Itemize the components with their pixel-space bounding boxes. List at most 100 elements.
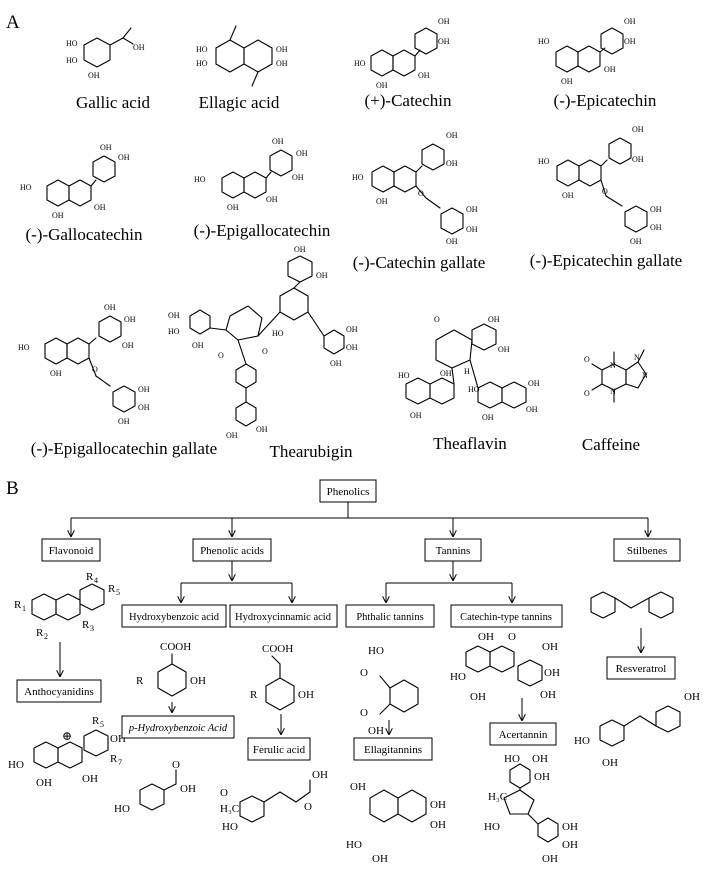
svg-text:OH: OH bbox=[430, 819, 446, 831]
svg-text:OH: OH bbox=[372, 853, 388, 865]
svg-text:HO: HO bbox=[66, 39, 78, 48]
svg-text:HO: HO bbox=[504, 753, 520, 765]
compound-label-catechin: (+)-Catechin bbox=[365, 91, 452, 110]
svg-text:HO: HO bbox=[368, 645, 384, 657]
node-catechin-type-tannins bbox=[450, 604, 563, 628]
epigallocatechin-structure: HO OH OH OH OH OH bbox=[194, 137, 308, 212]
gallic-acid-structure: HO HO OH OH bbox=[66, 27, 145, 80]
svg-text:OH: OH bbox=[466, 225, 478, 234]
node-ellagitannins-label: Ellagitannins bbox=[364, 744, 422, 756]
panel-a-label: A bbox=[6, 12, 20, 33]
gallocatechin-structure: HO OH OH OH OH bbox=[20, 143, 130, 220]
svg-text:COOH: COOH bbox=[262, 643, 293, 655]
svg-text:HO: HO bbox=[20, 183, 32, 192]
svg-text:OH: OH bbox=[376, 81, 388, 90]
svg-text:OH: OH bbox=[276, 45, 288, 54]
svg-text:OH: OH bbox=[276, 59, 288, 68]
svg-text:HO: HO bbox=[346, 839, 362, 851]
node-stilbenes bbox=[613, 538, 681, 562]
node-ferulic-acid-label: Ferulic acid bbox=[253, 744, 306, 756]
svg-text:OH: OH bbox=[498, 345, 510, 354]
node-hydroxycinnamic-acid bbox=[229, 604, 338, 628]
svg-text:HO: HO bbox=[574, 735, 590, 747]
svg-text:O: O bbox=[434, 315, 440, 324]
node-phthalic-tannins-label: Phthalic tannins bbox=[356, 612, 423, 623]
svg-text:OH: OH bbox=[604, 65, 616, 74]
svg-text:OH: OH bbox=[632, 155, 644, 164]
svg-text:OH: OH bbox=[138, 403, 150, 412]
svg-text:N: N bbox=[610, 361, 616, 370]
svg-text:O: O bbox=[584, 389, 590, 398]
svg-text:O: O bbox=[92, 365, 98, 374]
anthocyanidin-structure: HO OH OH OH ⊕ R 5 R 7 bbox=[8, 715, 126, 789]
acertannin-structure: HO OH OH H₃C HO OH OH OH bbox=[484, 753, 578, 865]
svg-text:OH: OH bbox=[446, 131, 458, 140]
ellagic-acid-structure: HO HO OH OH bbox=[196, 25, 288, 87]
svg-text:OH: OH bbox=[118, 153, 130, 162]
svg-text:O: O bbox=[508, 631, 516, 643]
svg-text:3: 3 bbox=[90, 624, 94, 633]
svg-text:OH: OH bbox=[294, 245, 306, 254]
svg-text:OH: OH bbox=[438, 17, 450, 26]
svg-text:OH: OH bbox=[122, 341, 134, 350]
svg-text:O: O bbox=[360, 707, 368, 719]
node-ferulic-acid bbox=[247, 737, 311, 761]
svg-text:OH: OH bbox=[624, 37, 636, 46]
compound-label-catechin-gallate: (-)-Catechin gallate bbox=[353, 253, 486, 272]
svg-text:OH: OH bbox=[482, 413, 494, 422]
svg-text:OH: OH bbox=[346, 325, 358, 334]
svg-text:OH: OH bbox=[124, 315, 136, 324]
svg-text:OH: OH bbox=[446, 159, 458, 168]
svg-text:R: R bbox=[136, 675, 144, 687]
svg-text:O: O bbox=[304, 801, 312, 813]
node-anthocyanidins-label: Anthocyanidins bbox=[24, 686, 94, 698]
svg-text:OH: OH bbox=[532, 753, 548, 765]
node-acertannin bbox=[489, 722, 557, 746]
svg-text:OH: OH bbox=[540, 689, 556, 701]
svg-text:OH: OH bbox=[298, 689, 314, 701]
svg-text:OH: OH bbox=[118, 417, 130, 426]
node-flavonoid bbox=[41, 538, 101, 562]
svg-text:HO: HO bbox=[398, 371, 410, 380]
svg-text:HO: HO bbox=[222, 821, 238, 833]
catechin-type-structure: OH O OH OH OH HO OH bbox=[450, 631, 560, 703]
hydroxycinnamic-structure: COOH R OH bbox=[250, 643, 314, 711]
svg-text:OH: OH bbox=[292, 173, 304, 182]
svg-text:OH: OH bbox=[190, 675, 206, 687]
svg-text:OH: OH bbox=[528, 379, 540, 388]
svg-text:OH: OH bbox=[561, 77, 573, 86]
svg-text:OH: OH bbox=[650, 223, 662, 232]
svg-text:OH: OH bbox=[226, 431, 238, 440]
svg-text:H₃C: H₃C bbox=[488, 791, 507, 803]
svg-text:OH: OH bbox=[410, 411, 422, 420]
svg-text:OH: OH bbox=[526, 405, 538, 414]
svg-text:OH: OH bbox=[312, 769, 328, 781]
svg-text:OH: OH bbox=[82, 773, 98, 785]
svg-text:OH: OH bbox=[488, 315, 500, 324]
p-hydroxybenzoic-structure: O OH HO bbox=[114, 759, 196, 815]
svg-text:OH: OH bbox=[50, 369, 62, 378]
svg-text:R: R bbox=[250, 689, 258, 701]
ellagic-structure-b: OH HO OH OH OH bbox=[346, 781, 446, 865]
node-hydroxybenzoic-acid-label: Hydroxybenzoic acid bbox=[129, 612, 220, 623]
svg-text:OH: OH bbox=[534, 771, 550, 783]
svg-text:HO: HO bbox=[352, 173, 364, 182]
svg-text:HO: HO bbox=[114, 803, 130, 815]
svg-text:OH: OH bbox=[168, 311, 180, 320]
node-hydroxybenzoic-acid bbox=[121, 604, 227, 628]
epicatechin-structure: HO OH OH OH OH bbox=[538, 17, 636, 86]
hydroxybenzoic-structure: COOH R OH bbox=[136, 641, 206, 697]
node-phthalic-tannins bbox=[345, 604, 435, 628]
svg-text:HO: HO bbox=[196, 45, 208, 54]
phthalic-acid-structure: HO O O OH bbox=[360, 645, 419, 737]
svg-text:OH: OH bbox=[542, 641, 558, 653]
svg-text:OH: OH bbox=[470, 691, 486, 703]
svg-text:HO: HO bbox=[66, 56, 78, 65]
svg-text:OH: OH bbox=[227, 203, 239, 212]
node-resveratrol bbox=[606, 656, 676, 680]
svg-text:OH: OH bbox=[632, 125, 644, 134]
node-resveratrol-label: Resveratrol bbox=[616, 663, 667, 675]
compound-label-egcg: (-)-Epigallocatechin gallate bbox=[31, 439, 217, 458]
svg-text:OH: OH bbox=[256, 425, 268, 434]
svg-text:OH: OH bbox=[376, 197, 388, 206]
